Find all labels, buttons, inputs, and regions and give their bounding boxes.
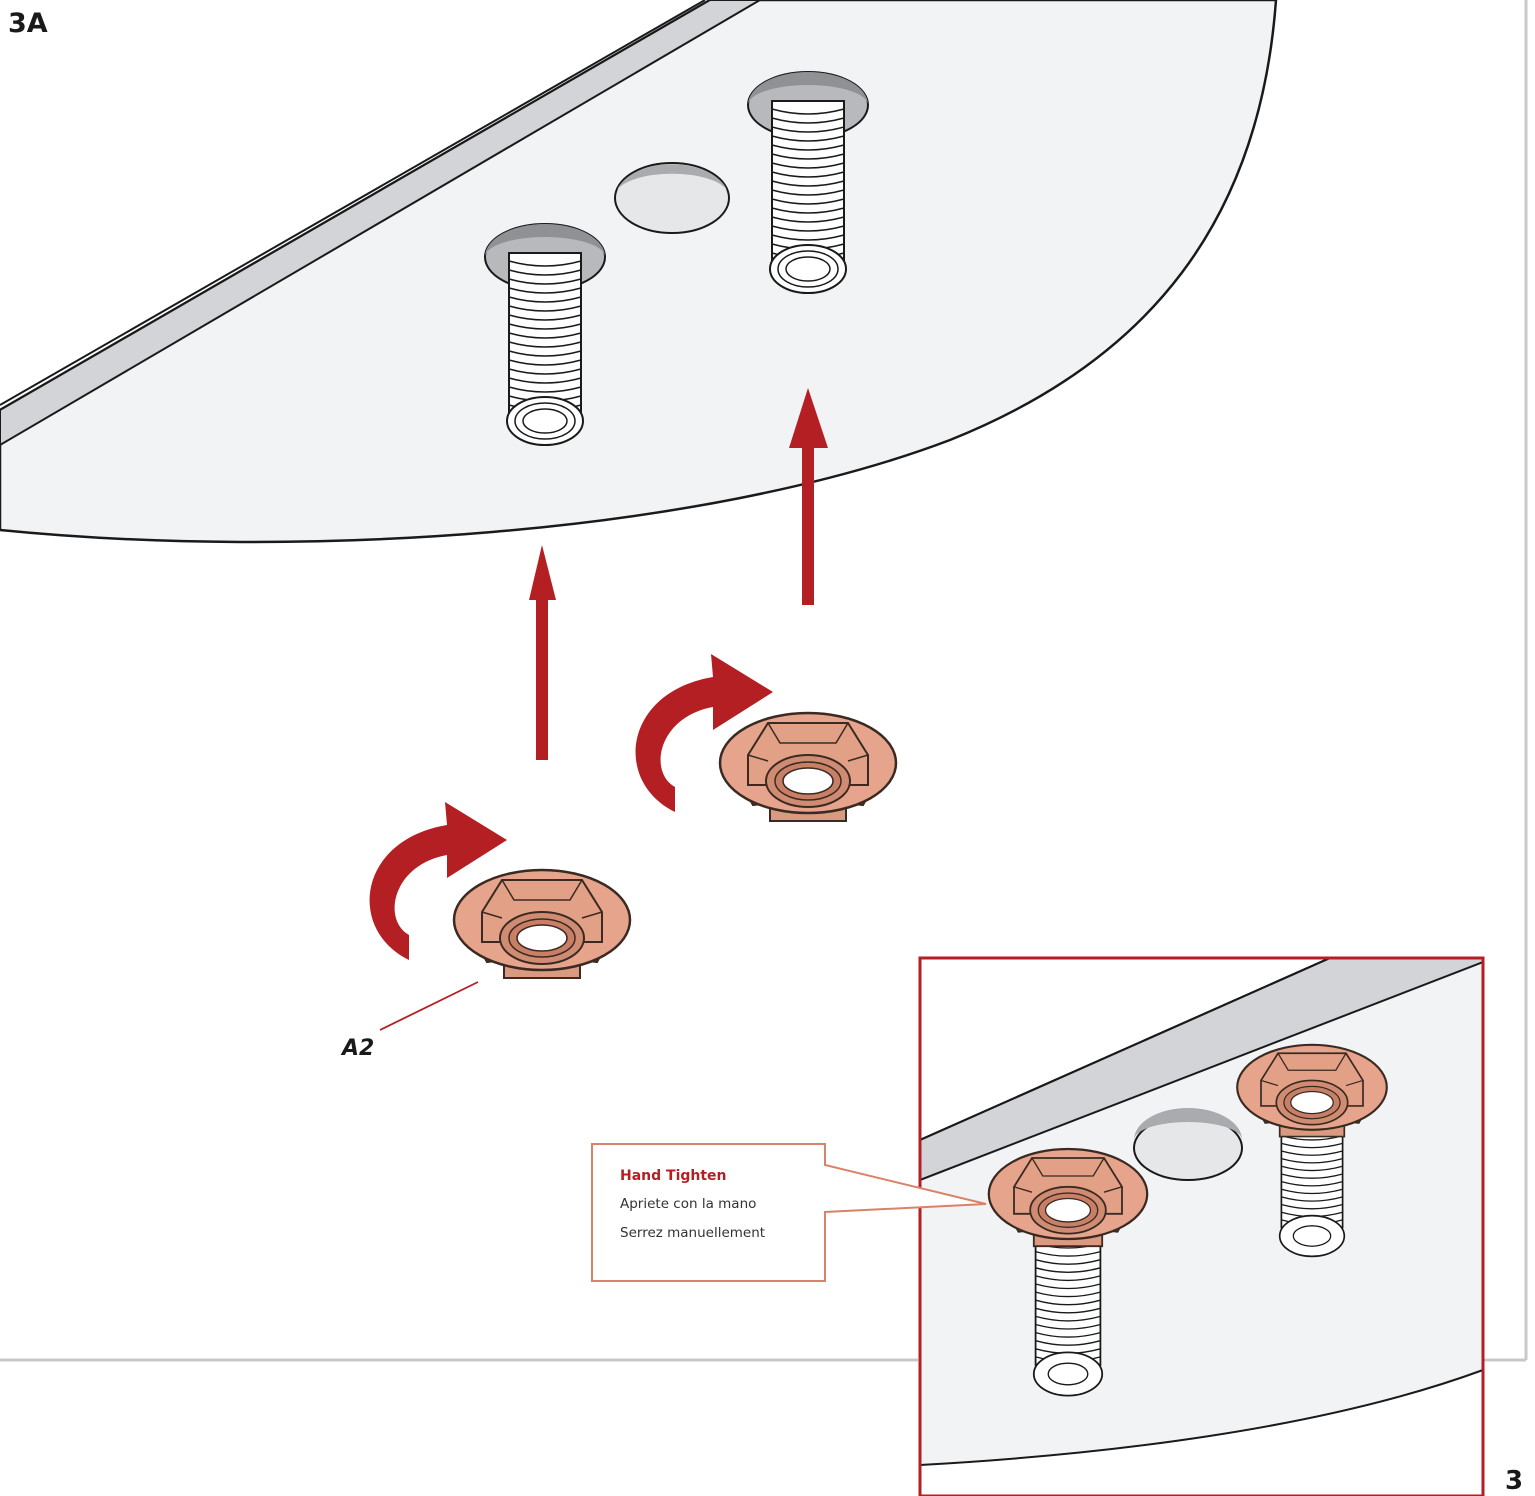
up-arrow-icon (529, 545, 556, 760)
up-arrow-icon (789, 388, 828, 605)
step-label: 3A (8, 8, 48, 39)
countertop-panel (0, 0, 1278, 544)
detail-inset (918, 956, 1485, 1496)
callout-frame (591, 1143, 987, 1282)
wing-nut-icon (452, 868, 632, 980)
callout-line-spanish: Apriete con la mano (620, 1196, 757, 1212)
faucet-hole (614, 162, 730, 234)
page-number: 3 (1505, 1466, 1524, 1496)
part-leader-line (379, 981, 479, 1031)
wing-nut-icon (718, 711, 898, 823)
callout-line-french: Serrez manuellement (620, 1225, 766, 1241)
callout-title: Hand Tighten (620, 1168, 727, 1184)
hand-tighten-callout: Hand Tighten Apriete con la mano Serrez … (592, 1144, 825, 1281)
part-label: A2 (342, 1036, 375, 1061)
